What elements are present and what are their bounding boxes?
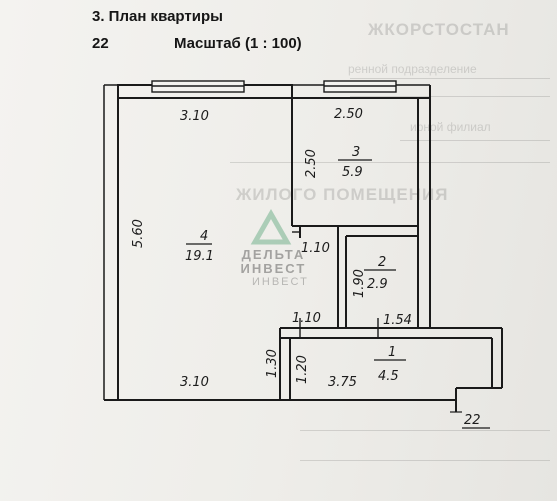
dimension-label: 3.10 bbox=[180, 375, 209, 390]
watermark-text: ИНВЕСТ bbox=[252, 276, 309, 288]
page-title: 3. План квартиры bbox=[92, 8, 223, 25]
dimension-label: 1.20 bbox=[295, 355, 310, 384]
room-number: 2 bbox=[378, 255, 386, 270]
dimension-label: 1.10 bbox=[301, 241, 330, 256]
watermark-text: ДЕЛЬТА bbox=[241, 247, 306, 262]
scale-label: Масштаб (1 : 100) bbox=[174, 35, 302, 52]
dimension-label: 1.10 bbox=[292, 311, 321, 326]
bleed-through-text: ЖИЛОГО ПОМЕЩЕНИЯ bbox=[236, 185, 449, 204]
bleed-through-text: ЖКОРСТОСТАН bbox=[368, 20, 510, 39]
dimension-label: 3.75 bbox=[328, 375, 357, 390]
dimension-label: 2.50 bbox=[304, 149, 319, 178]
dimension-label: 2.50 bbox=[334, 107, 363, 122]
watermark: ДЕЛЬТА ИНВЕСТ ИНВЕСТ bbox=[238, 214, 309, 289]
dimension-label: 1.30 bbox=[265, 349, 280, 378]
room-number: 1 bbox=[388, 345, 396, 360]
room-number: 3 bbox=[352, 145, 360, 160]
apartment-number: 22 bbox=[92, 35, 109, 52]
dimension-label: 5.60 bbox=[131, 219, 146, 248]
room-number: 4 bbox=[200, 229, 208, 244]
bleed-through-text: ренной подразделение bbox=[348, 62, 477, 76]
dimension-label: 3.10 bbox=[180, 109, 209, 124]
dimension-label: 1.54 bbox=[383, 313, 412, 328]
watermark-logo-mark bbox=[250, 208, 292, 245]
room-area: 2.9 bbox=[367, 277, 388, 292]
room-area: 4.5 bbox=[378, 369, 399, 384]
room-area: 19.1 bbox=[185, 249, 214, 264]
apartment-footer-label: 22 bbox=[464, 413, 481, 428]
dimension-label: 1.90 bbox=[352, 269, 367, 298]
watermark-text: ИНВЕСТ bbox=[240, 261, 307, 276]
room-area: 5.9 bbox=[342, 165, 363, 180]
